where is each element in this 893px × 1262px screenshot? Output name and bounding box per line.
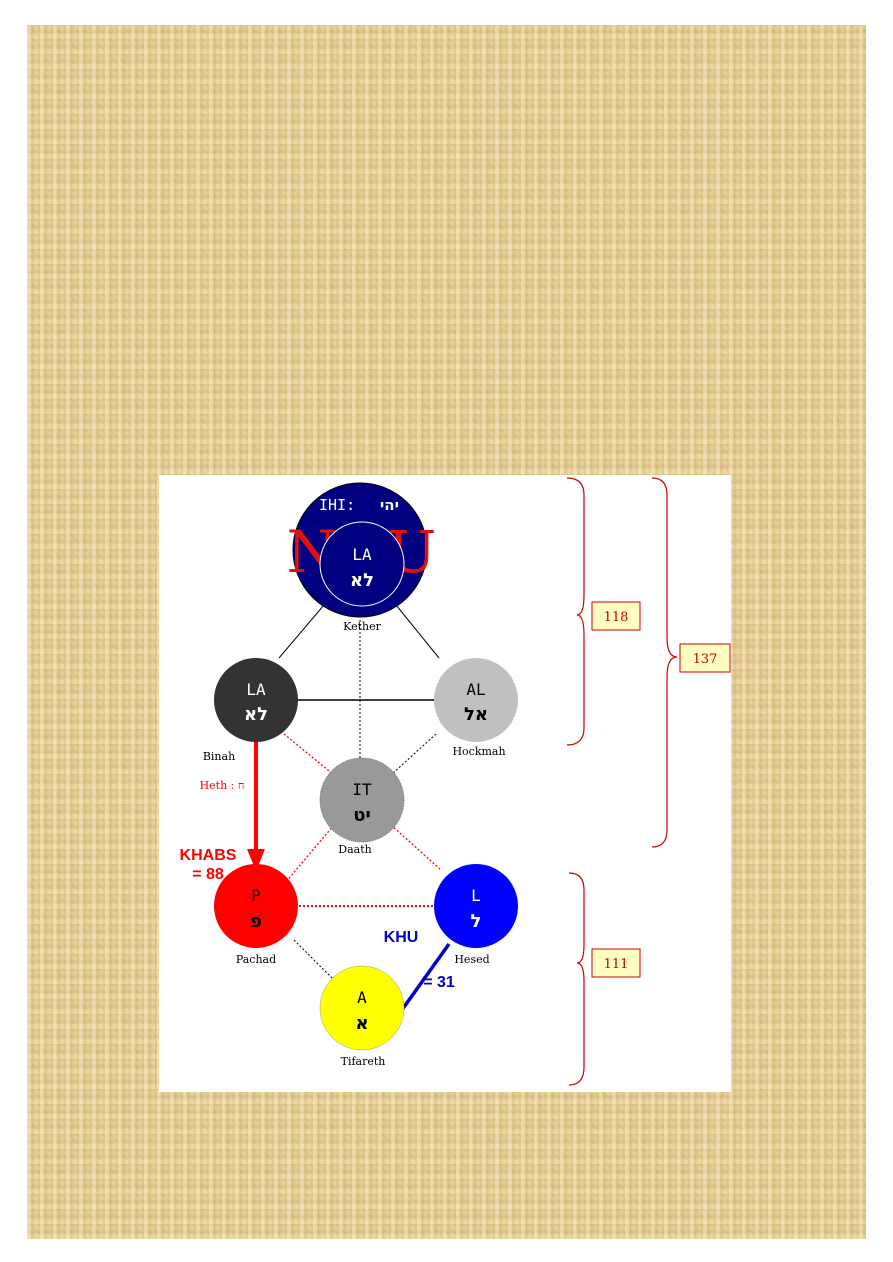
- path-hockmah-daath: [390, 733, 437, 776]
- path-daath-pachad: [284, 824, 335, 884]
- node-binah: LA לא Binah: [203, 658, 298, 763]
- node-hockmah: AL אל Hockmah: [434, 658, 518, 758]
- pachad-name: Pachad: [236, 953, 276, 966]
- path-daath-hesed: [390, 824, 442, 871]
- bracket-box-upper: 118: [591, 601, 641, 631]
- daath-translit: IT: [352, 780, 372, 799]
- bracket-upper: [566, 477, 585, 746]
- khu-value: = 31: [423, 974, 455, 991]
- bracket-total: [651, 477, 678, 848]
- daath-hebrew: יט: [353, 805, 371, 826]
- hesed-hebrew: ל: [471, 911, 482, 932]
- pachad-translit: P: [251, 886, 261, 905]
- diagram-canvas: N U IHI: יהי LA לא Kether LA לא Binah AL…: [180, 477, 731, 1086]
- kether-inner-circle: [319, 521, 405, 607]
- node-tifareth: A א Tifareth: [319, 965, 405, 1068]
- khabs-arrow: [247, 741, 265, 871]
- hesed-name: Hesed: [454, 953, 489, 966]
- node-pachad: P פ Pachad: [214, 864, 298, 966]
- bracket-lower: [568, 872, 585, 1086]
- tifareth-translit: A: [357, 988, 367, 1007]
- tree-of-life-diagram: N U IHI: יהי LA לא Kether LA לא Binah AL…: [159, 475, 731, 1092]
- khabs-value: = 88: [192, 866, 224, 883]
- khu-label: KHU: [384, 929, 419, 946]
- daath-name: Daath: [338, 843, 371, 856]
- binah-hebrew: לא: [244, 704, 268, 725]
- kether-top-label: IHI:: [319, 496, 355, 514]
- binah-translit: LA: [246, 680, 266, 699]
- kether-top-hebrew: יהי: [380, 496, 399, 514]
- hesed-translit: L: [471, 886, 481, 905]
- hockmah-name: Hockmah: [452, 745, 505, 758]
- hockmah-hebrew: אל: [464, 704, 488, 725]
- node-kether: N U IHI: יהי LA לא Kether: [287, 482, 436, 633]
- kether-translit: LA: [352, 545, 372, 564]
- bracket-value-total: 137: [693, 652, 718, 667]
- hesed-circle: [434, 864, 518, 948]
- bracket-box-lower: 111: [591, 948, 641, 978]
- bracket-box-total: 137: [679, 643, 731, 673]
- path-binah-daath: [283, 733, 335, 776]
- pachad-hebrew: פ: [250, 911, 262, 932]
- paths: [278, 604, 442, 984]
- heth-label: Heth : ח: [200, 779, 245, 792]
- binah-name: Binah: [203, 750, 235, 763]
- path-pachad-tifareth: [293, 939, 338, 984]
- hockmah-translit: AL: [466, 680, 485, 699]
- kether-name: Kether: [343, 620, 381, 633]
- daath-circle: [319, 757, 405, 843]
- tifareth-circle: [319, 965, 405, 1051]
- kether-hebrew: לא: [350, 570, 374, 591]
- path-kether-binah: [278, 604, 325, 659]
- tifareth-name: Tifareth: [341, 1055, 386, 1068]
- binah-circle: [214, 658, 298, 742]
- hockmah-circle: [434, 658, 518, 742]
- tifareth-hebrew: א: [355, 1013, 368, 1034]
- node-daath: IT יט Daath: [319, 757, 405, 856]
- pachad-circle: [214, 864, 298, 948]
- khabs-label: KHABS: [180, 847, 237, 864]
- bracket-value-lower: 111: [604, 957, 629, 972]
- path-kether-hockmah: [395, 604, 440, 659]
- bracket-value-upper: 118: [604, 610, 629, 625]
- node-hesed: L ל Hesed: [434, 864, 518, 966]
